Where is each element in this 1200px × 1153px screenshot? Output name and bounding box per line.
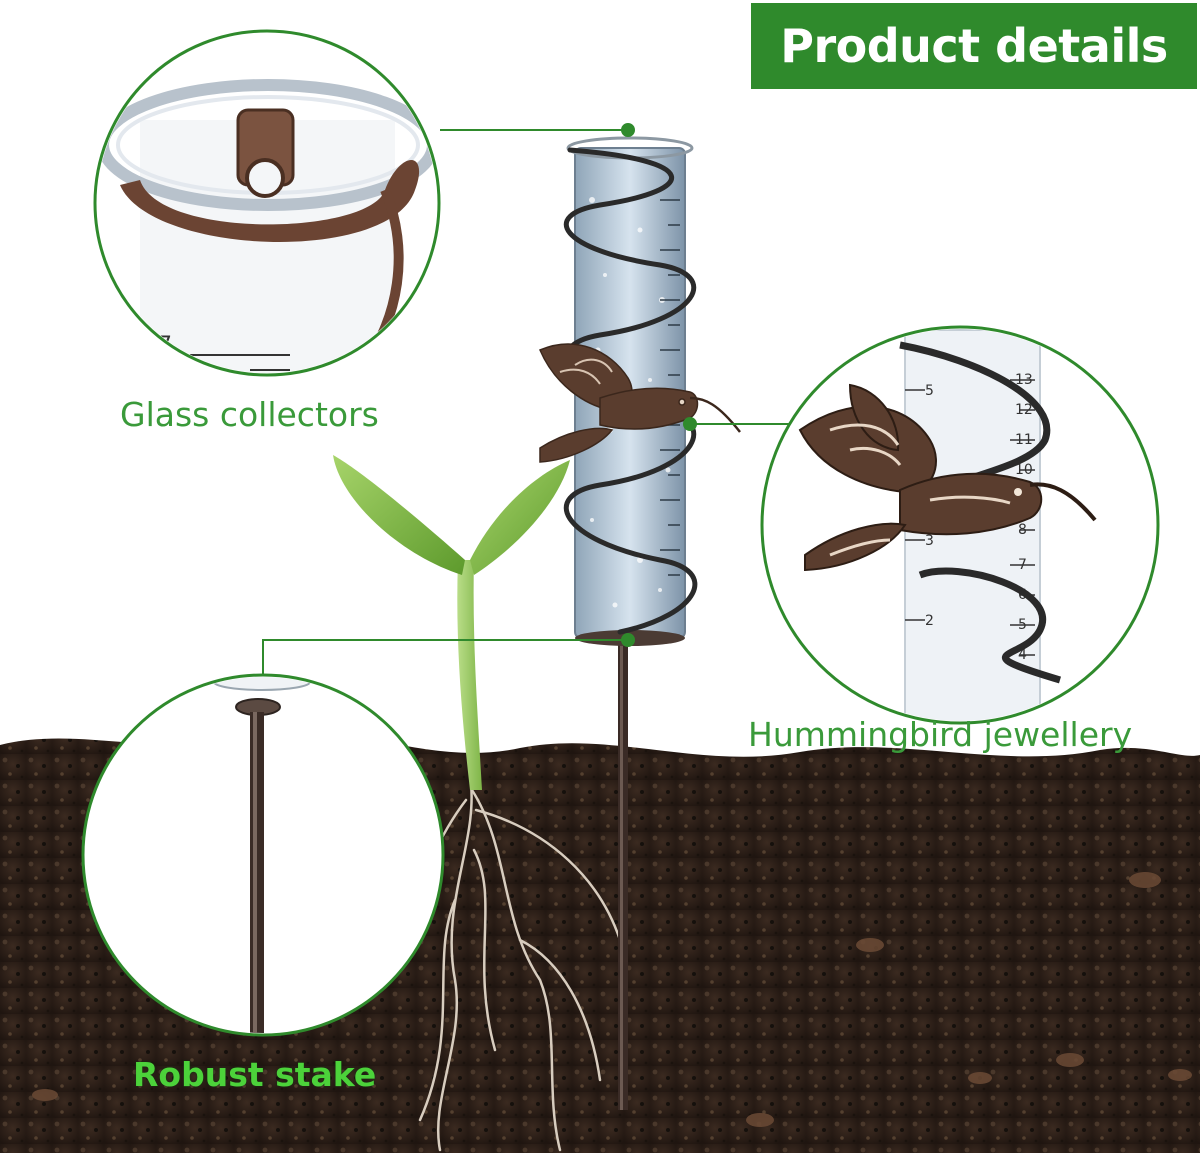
banner-title: Product details <box>780 19 1168 73</box>
sprout-stem <box>457 560 482 790</box>
scale-8: 8 <box>1018 522 1027 538</box>
scale-11: 11 <box>1015 432 1033 448</box>
scale-left-2: 2 <box>925 613 934 629</box>
gauge-ticks <box>660 199 680 576</box>
sprout-leaf-left <box>333 455 465 575</box>
scale-13: 13 <box>1015 372 1033 388</box>
sprout-leaf-right <box>470 460 570 575</box>
callout-lines <box>262 123 795 675</box>
label-robust-stake: Robust stake <box>133 1055 377 1094</box>
water-bubbles <box>589 197 671 608</box>
product-details-banner: Product details <box>751 3 1197 89</box>
scale-left-5: 5 <box>925 383 934 399</box>
callout-hummingbird: 13 12 11 10 9 8 7 6 5 4 5 4 3 2 <box>760 325 1160 725</box>
scale-4: 4 <box>1018 647 1027 663</box>
soil-clumps <box>32 872 1192 1127</box>
scale-left-3: 3 <box>925 533 934 549</box>
scale-7: 7 <box>1018 557 1027 573</box>
label-hummingbird-jewellery: Hummingbird jewellery <box>748 715 1133 754</box>
callout-robust-stake <box>81 673 445 1037</box>
scale-5: 5 <box>1018 617 1027 633</box>
label-glass-collectors: Glass collectors <box>120 395 379 434</box>
scale-12: 12 <box>1015 402 1033 418</box>
scale-10: 10 <box>1015 462 1033 478</box>
callout-glass-collectors: 7 <box>93 29 441 377</box>
